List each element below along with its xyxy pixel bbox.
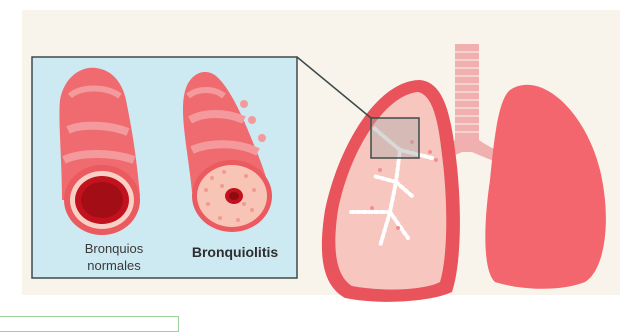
normal-bronchi-label-line1: Bronquios [62, 240, 166, 257]
bronchiolitis-label: Bronquiolitis [176, 244, 294, 260]
normal-bronchi-label: Bronquios normales [62, 240, 166, 274]
normal-bronchi-label-line2: normales [62, 257, 166, 274]
green-outline-box [0, 316, 179, 332]
zoom-region-marker [371, 118, 419, 158]
